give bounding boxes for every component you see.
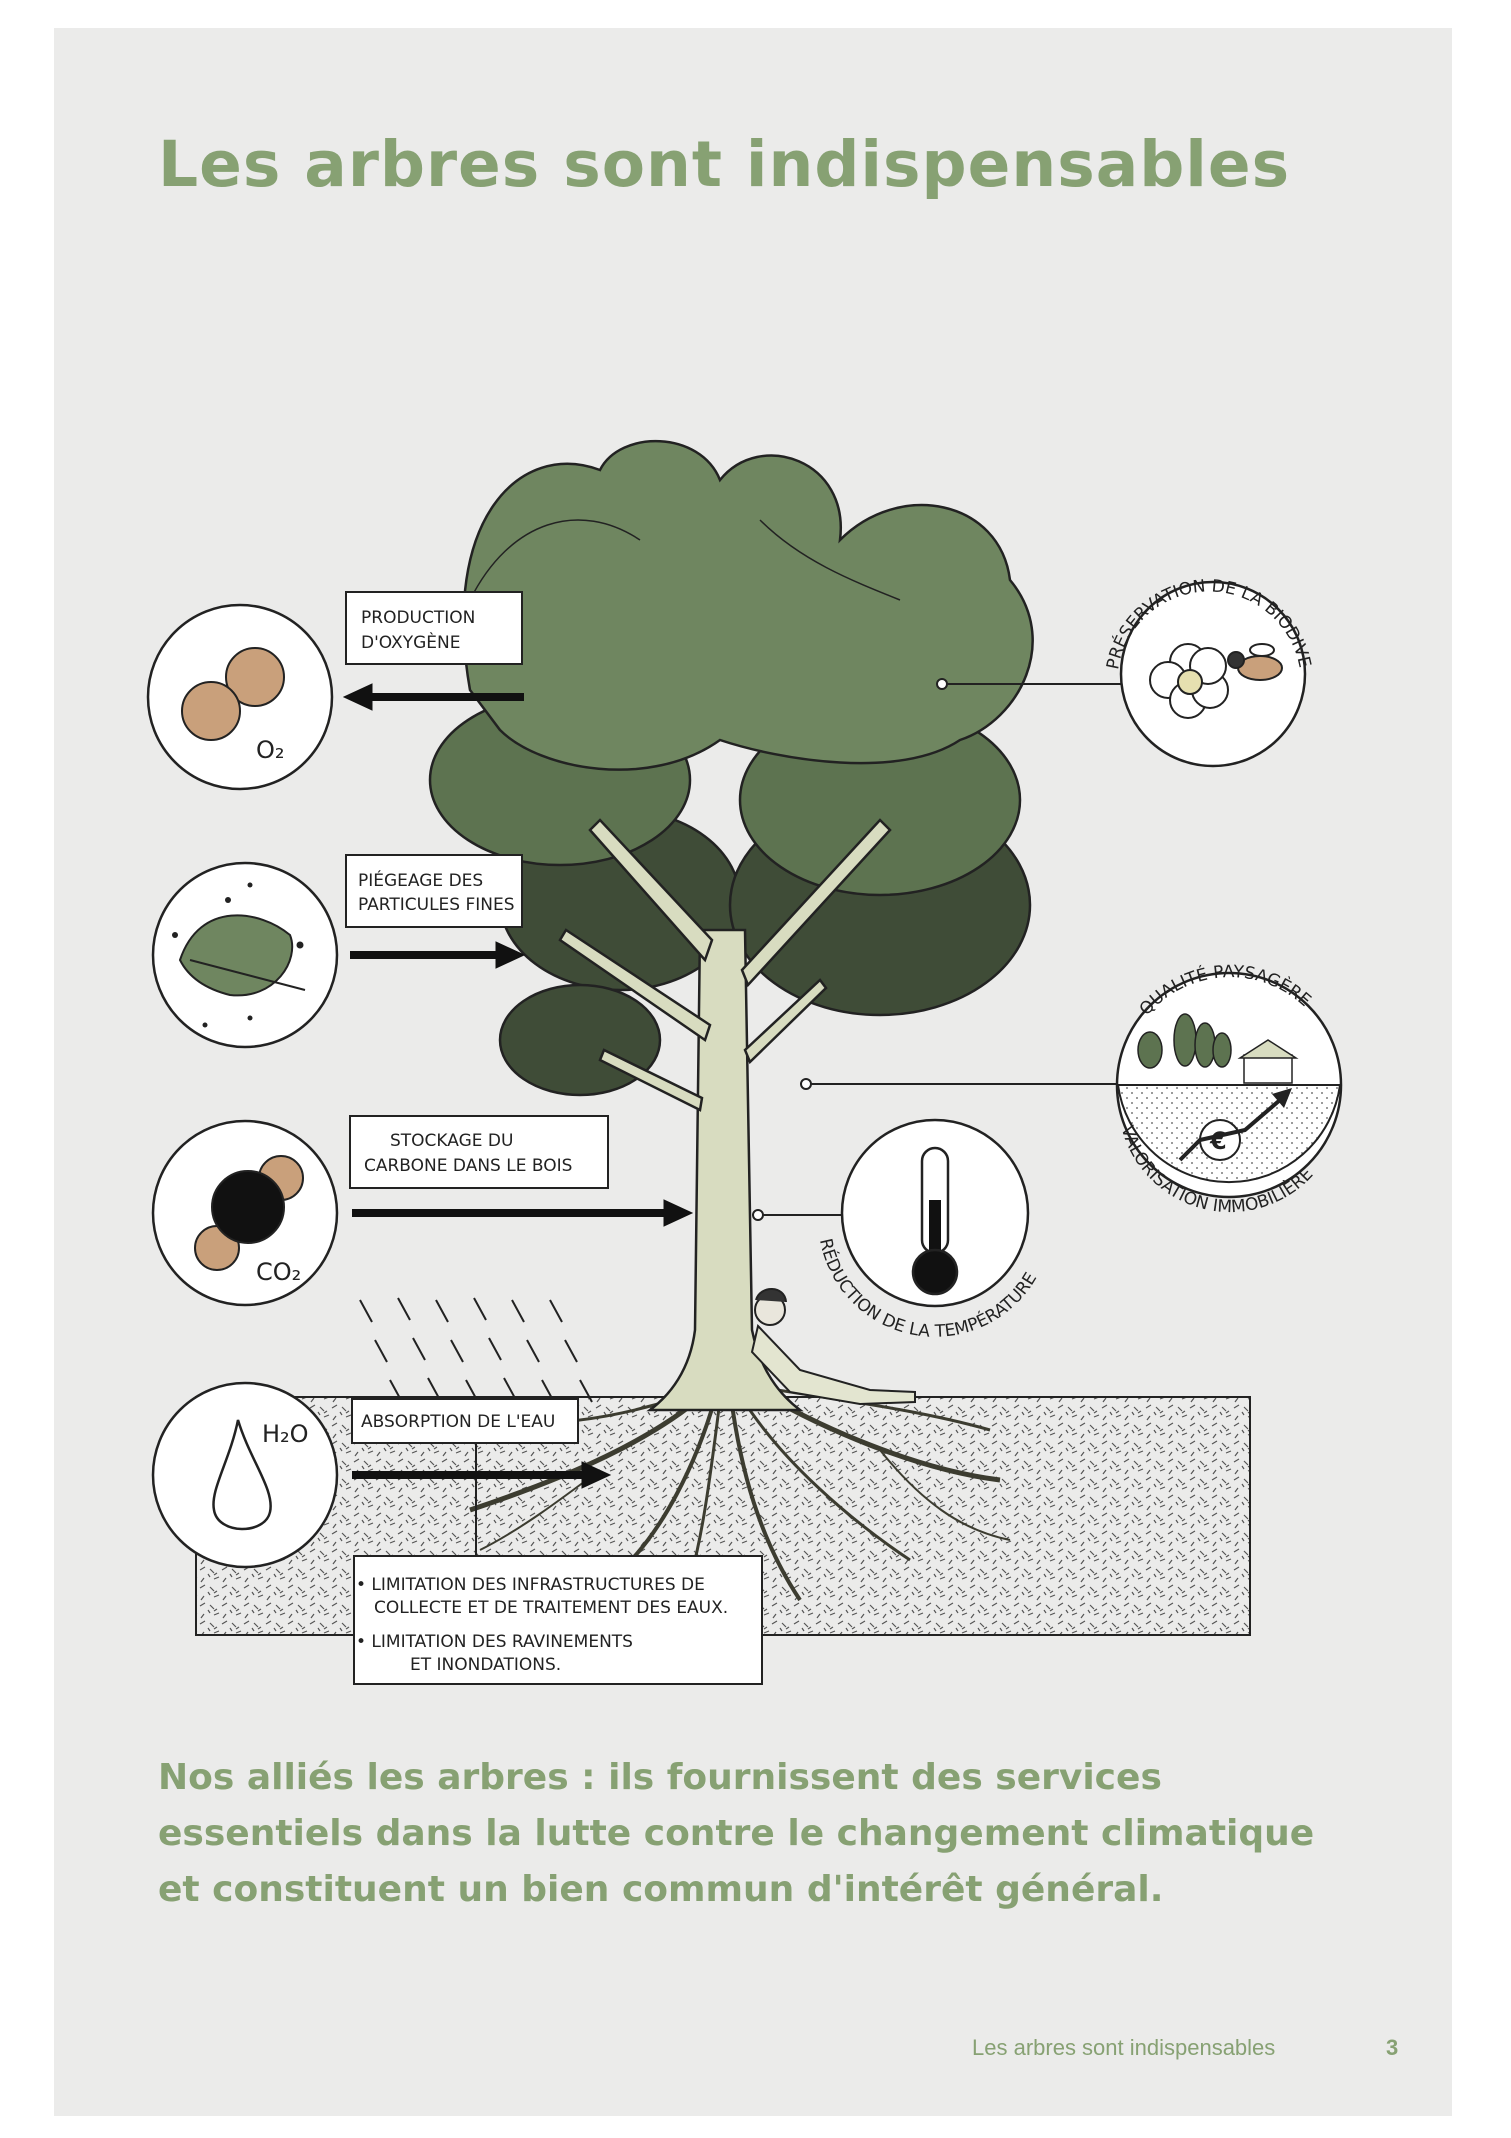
svg-text:• LIMITATION DES RAVINEMENTS: • LIMITATION DES RAVINEMENTS [356,1632,633,1652]
svg-text:STOCKAGE DU: STOCKAGE DU [390,1131,513,1151]
label-carbon: STOCKAGE DU CARBONE DANS LE BOIS [349,1115,609,1189]
co2-symbol: CO₂ [256,1258,301,1286]
svg-text:€: € [1209,1127,1227,1155]
label-particles: PIÉGEAGE DES PARTICULES FINES [345,854,523,928]
svg-text:ABSORPTION DE L'EAU: ABSORPTION DE L'EAU [361,1412,555,1432]
arrows [342,683,694,1489]
house-icon [1237,1039,1299,1084]
connector-lines [752,678,1125,1221]
svg-text:D'OXYGÈNE: D'OXYGÈNE [361,631,460,653]
rain-lines [359,1297,593,1403]
page-number: 3 [1386,2035,1399,2060]
person-resting [750,1288,916,1406]
svg-text:• LIMITATION DES INFRASTRUCTUR: • LIMITATION DES INFRASTRUCTURES DE [356,1575,705,1595]
svg-text:PRODUCTION: PRODUCTION [361,608,475,628]
svg-text:CARBONE DANS LE BOIS: CARBONE DANS LE BOIS [364,1156,572,1176]
water-drop-icon [212,1419,272,1531]
temperature-circle: RÉDUCTION DE LA TEMPÉRATURE [815,1118,1041,1342]
page-title: Les arbres sont indispensables [158,128,1291,201]
svg-text:COLLECTE ET DE TRAITEMENT DES: COLLECTE ET DE TRAITEMENT DES EAUX. [374,1598,728,1618]
label-water: ABSORPTION DE L'EAU [351,1398,579,1444]
landscape-circle: € QUALITÉ PAYSAGÈRE VALORISATION IMMOBIL… [1115,962,1343,1217]
label-oxygen: PRODUCTION D'OXYGÈNE [345,591,523,665]
svg-text:PARTICULES FINES: PARTICULES FINES [358,895,515,915]
bee-icon [1227,643,1283,681]
water-circle: H₂O [151,1381,339,1569]
tree-foliage [428,440,1034,1097]
conclusion-text: Nos alliés les arbres : ils fournissent … [158,1757,1315,1910]
o2-symbol: O₂ [256,736,285,764]
co2-circle: CO₂ [151,1119,339,1307]
svg-text:PIÉGEAGE DES: PIÉGEAGE DES [358,869,483,891]
tree-trunk [558,818,892,1412]
footer-title: Les arbres sont indispensables [972,2035,1276,2060]
flower-icon [1149,643,1229,719]
h2o-symbol: H₂O [262,1420,309,1448]
thermometer-icon [911,1146,959,1296]
trees-icon [1137,1013,1232,1069]
oxygen-circle: O₂ [146,603,334,791]
svg-text:ET INONDATIONS.: ET INONDATIONS. [410,1655,561,1675]
label-limitation: • LIMITATION DES INFRASTRUCTURES DE COLL… [353,1444,763,1685]
trend-arrow-icon [1178,1098,1282,1162]
particles-circle [151,861,339,1049]
leaf-icon [178,914,294,997]
